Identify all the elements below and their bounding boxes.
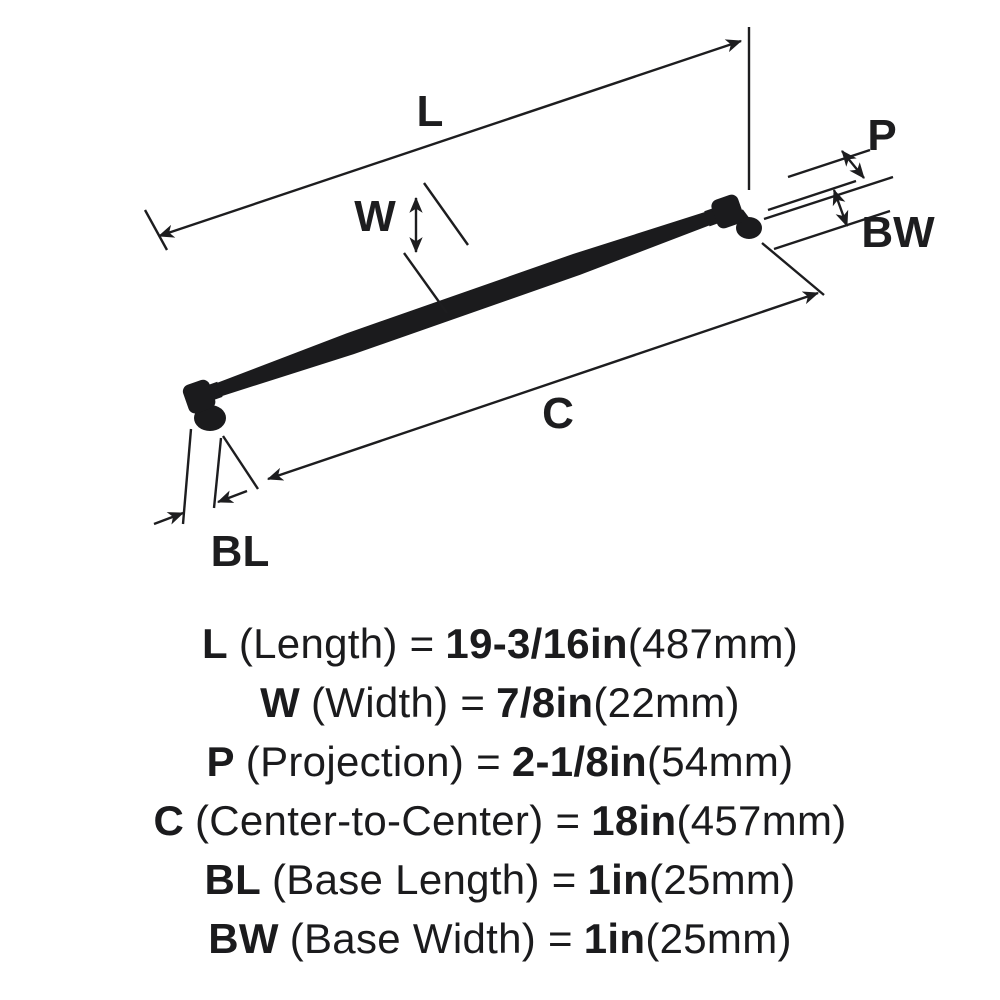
dimension-BL-witness-right — [212, 437, 223, 509]
dimension-BW — [767, 179, 891, 251]
legend-metric: (487mm) — [627, 620, 799, 667]
dimension-C — [221, 242, 825, 490]
dimension-label-P: P — [867, 111, 896, 160]
legend-row-center-to-center: C(Center-to-Center) =18in(457mm) — [0, 791, 1000, 850]
dimension-W-witness-top — [423, 182, 469, 246]
handle-drawing — [182, 194, 762, 431]
legend-key: P — [206, 738, 235, 785]
dimension-P-witness-top — [787, 148, 871, 179]
legend-row-width: W(Width) =7/8in(22mm) — [0, 673, 1000, 732]
dimension-P-arrow — [841, 150, 865, 179]
dimension-BW-witness-top — [767, 179, 857, 212]
dimension-legend: L(Length) =19-3/16in(487mm) W(Width) =7/… — [0, 614, 1000, 968]
legend-desc: (Width) = — [311, 679, 486, 726]
dimension-BL-witness-left — [181, 428, 193, 525]
dimension-L — [143, 27, 751, 251]
legend-desc: (Base Width) = — [289, 915, 573, 962]
dimension-P-witness-bottom — [763, 175, 894, 221]
legend-value: 2-1/8in — [511, 738, 647, 785]
dimension-label-W: W — [354, 192, 396, 241]
legend-desc: (Center-to-Center) = — [194, 797, 581, 844]
legend-row-base-width: BW(Base Width) =1in(25mm) — [0, 909, 1000, 968]
legend-metric: (457mm) — [676, 797, 847, 844]
dimension-L-line — [157, 39, 743, 238]
dimension-BW-arrow — [832, 188, 849, 228]
legend-metric: (25mm) — [645, 915, 792, 962]
legend-desc: (Length) = — [238, 620, 435, 667]
legend-metric: (25mm) — [649, 856, 796, 903]
legend-key: BL — [204, 856, 262, 903]
dimension-P — [763, 148, 894, 221]
legend-key: C — [153, 797, 185, 844]
legend-desc: (Projection) = — [245, 738, 501, 785]
legend-value: 1in — [583, 915, 646, 962]
dimension-L-witness-left — [143, 209, 169, 251]
dimension-BL-arrow-right — [217, 489, 248, 504]
legend-value: 19-3/16in — [445, 620, 628, 667]
dimension-label-BW: BW — [861, 208, 935, 257]
dimension-BW-witness-bottom — [773, 209, 891, 251]
legend-value: 7/8in — [496, 679, 594, 726]
dimension-C-witness-left — [221, 435, 260, 490]
legend-key: W — [260, 679, 301, 726]
dimension-C-line — [266, 291, 820, 481]
dimension-W — [403, 182, 469, 314]
dimension-BL — [153, 428, 248, 526]
dimension-label-L: L — [417, 87, 444, 136]
legend-metric: (54mm) — [646, 738, 794, 785]
legend-value: 18in — [591, 797, 677, 844]
dimension-label-C: C — [542, 389, 574, 438]
legend-metric: (22mm) — [593, 679, 740, 726]
product-diagram: L W P BW — [143, 27, 935, 576]
dimension-W-witness-bottom — [403, 252, 448, 314]
legend-value: 1in — [587, 856, 650, 903]
legend-desc: (Base Length) = — [272, 856, 577, 903]
handle-end-cap-left — [182, 379, 216, 414]
handle-dimension-drawing: L W P BW — [143, 27, 935, 576]
legend-key: BW — [208, 915, 279, 962]
legend-row-projection: P(Projection) =2-1/8in(54mm) — [0, 732, 1000, 791]
legend-row-length: L(Length) =19-3/16in(487mm) — [0, 614, 1000, 673]
dimension-C-witness-right — [761, 242, 825, 296]
dimension-BL-arrow-left — [153, 511, 184, 526]
legend-row-base-length: BL(Base Length) =1in(25mm) — [0, 850, 1000, 909]
dimension-label-BL: BL — [211, 527, 270, 576]
legend-key: L — [201, 620, 228, 667]
